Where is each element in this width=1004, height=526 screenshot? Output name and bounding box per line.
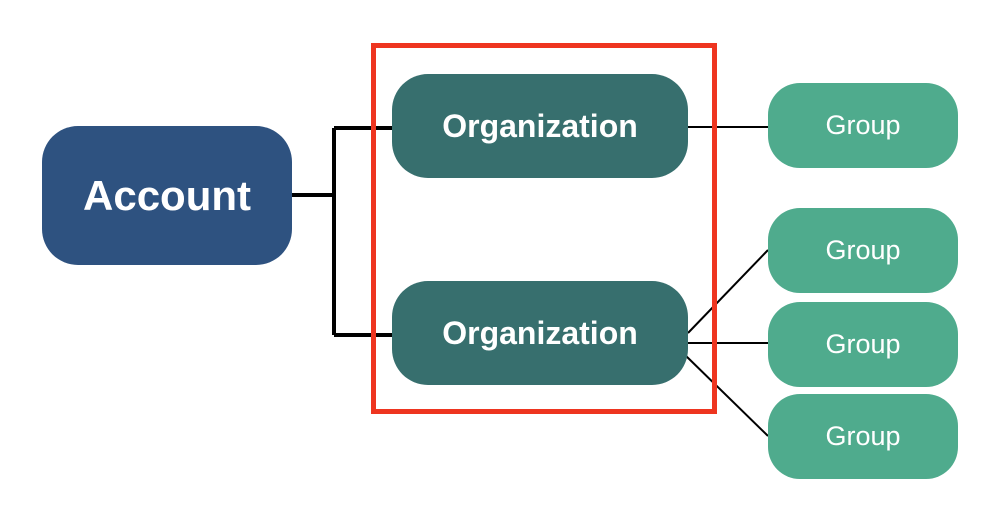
organization-label: Organization bbox=[442, 314, 638, 351]
group-label: Group bbox=[825, 110, 901, 140]
group-label: Group bbox=[825, 235, 901, 265]
organization-node: Organization bbox=[392, 281, 688, 385]
account-label: Account bbox=[83, 171, 251, 219]
org2-group4-connector bbox=[682, 352, 769, 437]
group-label: Group bbox=[825, 421, 901, 451]
group-node: Group bbox=[768, 394, 958, 479]
organization-node: Organization bbox=[392, 74, 688, 178]
organization-label: Organization bbox=[442, 107, 638, 144]
org2-group2-connector bbox=[687, 249, 769, 334]
account-node: Account bbox=[42, 126, 292, 265]
group-node: Group bbox=[768, 302, 958, 387]
organization-highlight-box bbox=[371, 43, 717, 414]
group-label: Group bbox=[825, 329, 901, 359]
account-connector bbox=[292, 126, 392, 337]
group-node: Group bbox=[768, 83, 958, 168]
group-node: Group bbox=[768, 208, 958, 293]
